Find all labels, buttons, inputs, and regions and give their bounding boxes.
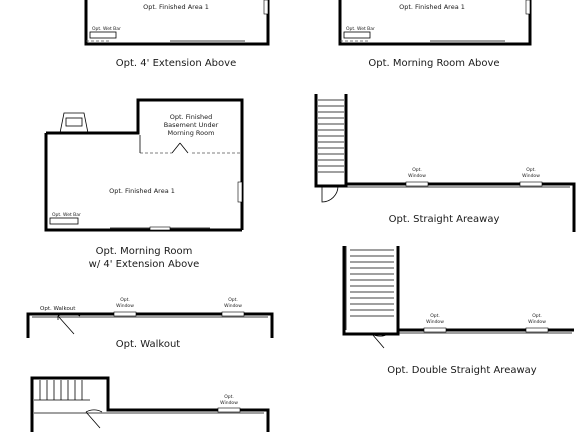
window-label-line2: Window [116,303,134,309]
caption-walkout: Opt. Walkout [116,339,181,350]
wet-bar-label: Opt. Wet Bar [52,212,81,218]
basement-label-line1: Opt. Finished [170,113,213,121]
window-label-line1: Opt. [526,167,536,173]
basement-label-line2: Basement Under [164,121,219,129]
wet-bar-label: Opt. Wet Bar [92,26,121,32]
window-label-line1: Opt. [224,394,234,400]
stair-treads [39,380,83,400]
window-label-line1: Opt. [430,313,440,319]
window-label-line2: Window [426,319,444,325]
window-label-line1: Opt. [120,297,130,303]
plan-walkout: Opt. Walkout Opt. Window Opt. Window Opt… [26,297,274,350]
plan-morning-room-with-extension: Opt. Finished Basement Under Morning Roo… [44,98,244,270]
caption-double-straight-areaway: Opt. Double Straight Areaway [387,365,537,376]
caption-straight-areaway: Opt. Straight Areaway [389,214,500,225]
caption-morning-room-above: Opt. Morning Room Above [368,58,499,69]
window-label-line1: Opt. [532,313,542,319]
caption-4ft-extension-above: Opt. 4' Extension Above [116,58,236,69]
basement-label-line3: Morning Room [168,129,215,137]
room-label-finished-area: Opt. Finished Area 1 [143,3,209,11]
window-label-line2: Window [220,400,238,406]
plan-bottom-partial: Opt. Window [30,376,270,432]
window-label-line2: Window [408,173,426,179]
window-label-line1: Opt. [228,297,238,303]
plan-morning-room-above: Opt. Finished Area 1 Opt. Wet Bar Opt. M… [338,0,532,69]
window-label-line1: Opt. [412,167,422,173]
plan-double-straight-areaway: Opt. Window Opt. Window Opt. Double Stra… [342,246,574,376]
caption-morning-room-line2: w/ 4' Extension Above [89,259,200,270]
room-label-finished-area: Opt. Finished Area 1 [399,3,465,11]
caption-morning-room-line1: Opt. Morning Room [96,246,193,257]
wet-bar-label: Opt. Wet Bar [346,26,375,32]
window-label-line2: Window [522,173,540,179]
window-label-line2: Window [224,303,242,309]
room-label-finished-area: Opt. Finished Area 1 [109,187,175,195]
stair-treads [318,99,344,173]
stair-treads [350,255,394,317]
plan-straight-areaway: Opt. Window Opt. Window Opt. Straight Ar… [314,94,576,232]
plan-4ft-extension-above: Opt. Finished Area 1 Opt. Wet Bar Opt. 4… [84,0,270,69]
window-label-line2: Window [528,319,546,325]
walkout-label: Opt. Walkout [40,306,76,312]
